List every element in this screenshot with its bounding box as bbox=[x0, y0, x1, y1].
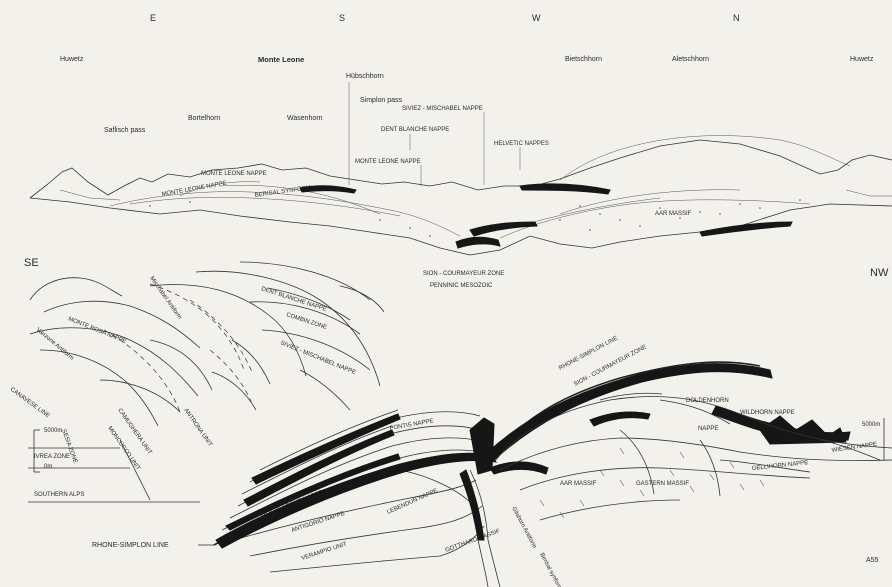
label-lebendun-nappe: LEBENDUN NAPPE bbox=[386, 488, 438, 516]
label-glishorn-antiform: Glishorn Antiform bbox=[510, 506, 537, 549]
label-doldenhorn-nappe: NAPPE bbox=[698, 426, 718, 432]
label-vanzone-antiform: Vanzone Antiform bbox=[35, 327, 75, 362]
peak-hubschhorn: Hübschhorn bbox=[346, 73, 384, 80]
label-ivrea-zone: IVREA ZONE bbox=[34, 454, 70, 460]
peak-simplon-pass: Simplon pass bbox=[360, 97, 403, 104]
label-siviez-mischabel-section: SIVIEZ - MISCHABEL NAPPE bbox=[279, 340, 356, 376]
label-dent-blanche-nappe-section: DENT BLANCHE NAPPE bbox=[260, 286, 327, 313]
label-antrona-unit: ANTRONA UNIT bbox=[182, 408, 213, 448]
foliation-dashes bbox=[104, 284, 252, 412]
panorama-hazy-ridge bbox=[560, 136, 850, 180]
label-wiesen-nappe: WIESEN NAPPE bbox=[831, 442, 877, 454]
label-sion-courmayeur-zone: SION - COURMAYEUR ZONE bbox=[423, 271, 504, 277]
panorama-mesozoic-band-1 bbox=[470, 222, 537, 236]
label-monte-rosa-nappe: MONTE ROSA NAPPE bbox=[67, 316, 127, 345]
label-mischabel-antiform: Mischabel Antiform bbox=[148, 276, 182, 321]
scale-bar-left: 5000m 0m bbox=[34, 428, 62, 472]
scale-right-5000m: 5000m bbox=[862, 422, 880, 428]
peak-huwetz-right: Huwetz bbox=[850, 56, 874, 63]
label-rhone-simplon-line-lower: RHONE-SIMPLON LINE bbox=[92, 542, 169, 549]
label-aar-massif-panorama: AAR MASSIF bbox=[655, 211, 692, 217]
direction-e: E bbox=[150, 13, 157, 23]
peak-saflisch-pass: Saflisch pass bbox=[104, 127, 146, 134]
label-gastern-massif: GASTERN MASSIF bbox=[636, 481, 689, 487]
peak-huwetz-left: Huwetz bbox=[60, 56, 84, 63]
label-berisal-synform-section: Berisal synform bbox=[538, 552, 563, 587]
scale-left-5000m: 5000m bbox=[44, 428, 62, 434]
label-verampio-unit: VERAMPIO UNIT bbox=[301, 541, 348, 561]
label-combin-zone: COMBIN ZONE bbox=[285, 312, 327, 331]
cross-section: SE NW DENT BLANCHE NAPPE COMBIN ZONE SIV… bbox=[9, 257, 892, 587]
panorama-mesozoic-band-2 bbox=[456, 237, 500, 248]
label-wildhorn-nappe: WILDHORN NAPPE bbox=[740, 410, 795, 416]
panorama: E S W N Huwetz Monte Leone Hübschhorn Bi… bbox=[30, 13, 892, 289]
label-gotthard-massif: GOTTHARD MASSIF bbox=[445, 528, 502, 553]
panorama-skyline bbox=[30, 140, 892, 198]
label-monte-leone-nappe-left: MONTE LEONE NAPPE bbox=[201, 171, 267, 177]
label-penninic-mesozoic: PENNINIC MESOZOIC bbox=[430, 283, 493, 289]
section-nw-label: NW bbox=[870, 267, 889, 279]
label-helvetic-nappes: HELVETIC NAPPES bbox=[494, 141, 549, 147]
scale-left-0m: 0m bbox=[44, 464, 52, 470]
label-aar-massif-section: AAR MASSIF bbox=[560, 481, 597, 487]
figure-id: A55 bbox=[866, 557, 879, 564]
peak-aletschhorn: Aletschhorn bbox=[672, 56, 709, 63]
direction-s: S bbox=[339, 13, 346, 23]
label-southern-alps: SOUTHERN ALPS bbox=[34, 492, 84, 498]
direction-w: W bbox=[532, 13, 542, 23]
peak-bortelhorn: Bortelhorn bbox=[188, 115, 220, 122]
peak-monte-leone: Monte Leone bbox=[258, 55, 304, 64]
label-siviez-mischabel-nappe: SIVIEZ - MISCHABEL NAPPE bbox=[402, 106, 483, 112]
section-se-label: SE bbox=[24, 257, 39, 269]
scale-bar-right: 5000m bbox=[862, 418, 884, 460]
label-monte-leone-nappe-fold: MONTE LEONE NAPPE bbox=[161, 181, 227, 198]
penninic-nappe-outlines bbox=[30, 262, 384, 426]
panorama-mesozoic-band-3 bbox=[520, 184, 610, 194]
label-monte-leone-nappe-upper: MONTE LEONE NAPPE bbox=[355, 159, 421, 165]
peak-wasenhorn: Wasenhorn bbox=[287, 115, 323, 122]
label-canavese-line: CANAVESE LINE bbox=[9, 387, 51, 420]
label-dent-blanche-nappe: DENT BLANCHE NAPPE bbox=[381, 127, 449, 133]
direction-n: N bbox=[733, 13, 741, 23]
peak-bietschhorn: Bietschhorn bbox=[565, 56, 602, 63]
